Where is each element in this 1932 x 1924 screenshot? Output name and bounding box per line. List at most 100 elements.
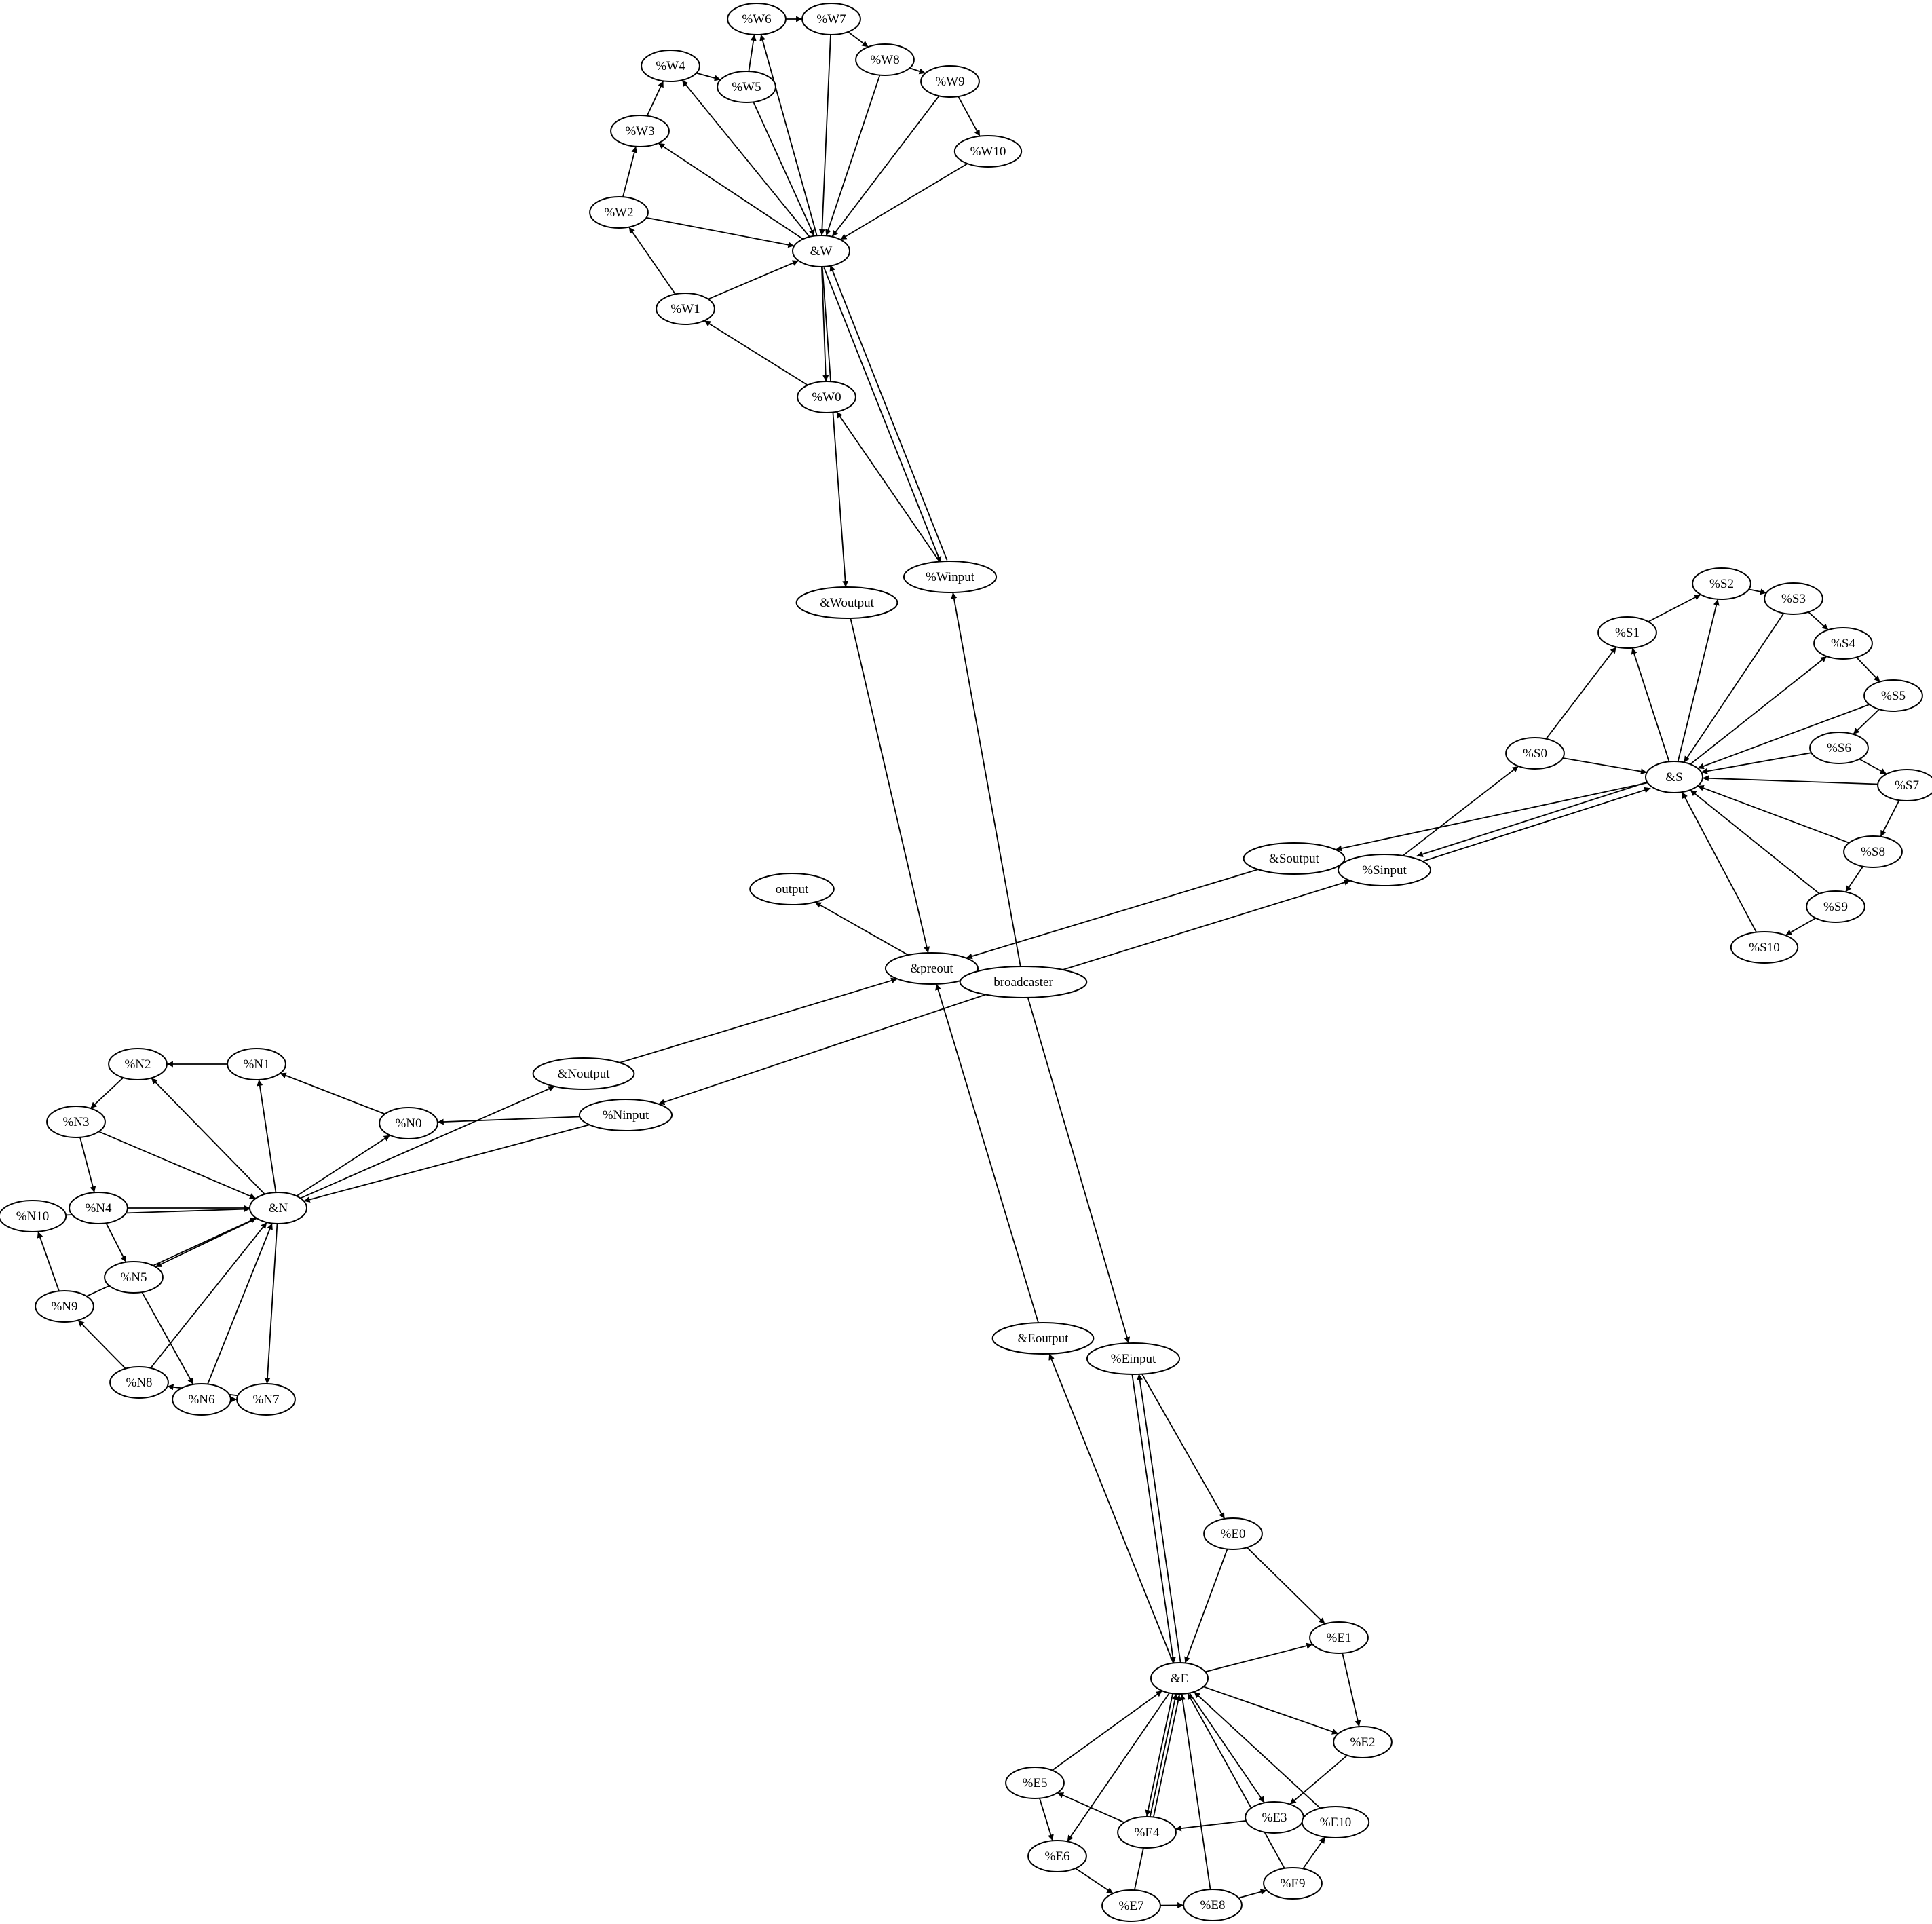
node-ninput: %Ninput [578,1099,673,1131]
edge-arrow [1690,789,1820,894]
edge-n8-to-n [150,1222,267,1369]
edge-e3-to-e4 [1175,1820,1247,1832]
node-ellipse [379,1107,438,1139]
edge-arrow [1027,997,1131,1344]
edge-s-to-s1 [1631,647,1670,762]
edge-s10-to-s [1681,791,1757,933]
edge-arrow [1188,1692,1266,1803]
edge-arrow [1562,757,1648,775]
node-ellipse [610,115,670,147]
node-s: &S [1645,761,1703,793]
node-n9: %N9 [35,1290,94,1323]
edge-arrow [850,618,930,954]
edge-arrow [814,901,909,956]
edge-e6-to-e7 [1075,1868,1114,1894]
node-label: %Ninput [603,1108,649,1123]
edge-arrow [748,34,757,72]
edge-arrow [1145,1693,1174,1817]
node-label: %Einput [1111,1352,1156,1366]
edge-sinput-to-s0 [1402,766,1519,856]
node-label: %W10 [970,145,1006,159]
node-e6: %E6 [1027,1840,1087,1872]
edge-arrow [836,411,941,563]
node-label: %N0 [395,1116,421,1131]
node-ellipse [1597,616,1657,649]
edge-arrow [1748,588,1767,595]
edge-s8-to-s9 [1844,866,1864,892]
node-label: %S8 [1861,845,1885,859]
edge-e-to-e4 [1145,1693,1174,1817]
node-s9: %S9 [1806,890,1865,923]
node-e10: %E10 [1301,1806,1370,1838]
edge-e-to-e6 [1067,1692,1170,1842]
edge-arrow [1048,1353,1174,1663]
edge-arrow [1697,785,1850,844]
node-n0: %N0 [379,1107,438,1139]
node-s7: %S7 [1877,769,1932,801]
node-s10: %S10 [1730,931,1799,964]
node-label: %E2 [1350,1735,1376,1750]
node-label: %S5 [1881,689,1906,703]
edge-arrow [1137,1374,1181,1663]
node-w3: %W3 [610,115,670,147]
node-label: %N10 [16,1209,50,1224]
node-ellipse [532,1057,635,1090]
node-w7: %W7 [801,3,861,35]
edge-e9-to-e10 [1302,1836,1326,1870]
node-ellipse [35,1290,94,1323]
node-label: %E7 [1119,1899,1144,1913]
edge-arrow [1697,704,1870,770]
edge-s7-to-s8 [1880,799,1900,837]
edge-w2-to-w [646,216,795,248]
edge-arrow [1631,647,1670,762]
edge-broadcaster-to-einput [1027,997,1131,1344]
node-e8: %E8 [1183,1889,1243,1921]
edge-arrow [1238,1889,1267,1899]
edge-n-to-n7 [264,1223,278,1384]
edge-s-to-s2 [1677,599,1720,762]
edge-arrow [1648,594,1701,622]
node-n10: %N10 [0,1200,67,1232]
node-label: %N7 [252,1393,279,1407]
node-s0: %S0 [1505,737,1565,770]
edge-arrow [1683,613,1785,763]
edge-arrow [831,95,940,238]
node-ellipse [578,1099,673,1131]
edge-ninput-to-n [303,1124,590,1203]
node-ellipse [1263,1867,1323,1900]
node-label: %E3 [1262,1811,1287,1825]
edge-arrow [821,266,829,382]
node-ellipse [1333,1726,1393,1758]
node-n6: %N6 [172,1383,231,1416]
edge-e-to-eoutput [1048,1353,1174,1663]
edge-s-to-sinput [1416,781,1649,857]
edge-w-to-w0 [821,266,829,382]
edge-s3-to-s [1683,613,1785,763]
edge-arrow [280,1072,385,1115]
node-ellipse [589,196,649,229]
node-ellipse [1203,1517,1263,1550]
edge-s5-to-s6 [1853,709,1880,735]
edge-arrow [1179,1693,1211,1890]
node-ellipse [1877,769,1932,801]
node-e2: %E2 [1333,1726,1393,1758]
edge-w5-to-w6 [748,34,757,72]
edge-s5-to-s [1697,704,1870,770]
edge-arrow [437,1116,580,1125]
edge-broadcaster-to-ninput [658,994,986,1106]
edge-arrow [207,1223,273,1384]
node-w2: %W2 [589,196,649,229]
node-preout: &preout [884,952,979,985]
node-label: %E9 [1281,1876,1306,1891]
edge-arrow [1067,1692,1170,1842]
edge-arrow [1203,1686,1339,1735]
node-label: %N2 [124,1057,151,1072]
edge-n-to-noutput [300,1085,555,1199]
edge-s2-to-s3 [1748,588,1767,595]
node-ellipse [959,966,1088,998]
node-label: %S4 [1831,637,1855,651]
edge-arrow [1075,1868,1114,1894]
node-n8: %N8 [109,1366,169,1399]
edge-s3-to-s4 [1808,611,1829,630]
node-label: %E0 [1221,1527,1246,1541]
